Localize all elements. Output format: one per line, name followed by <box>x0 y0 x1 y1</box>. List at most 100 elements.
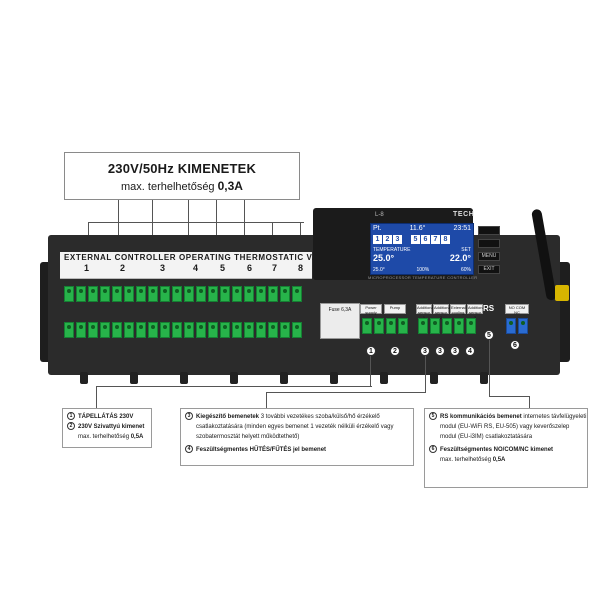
callout-leader-line <box>188 200 189 252</box>
badge-relay: 6 <box>510 340 520 350</box>
zone-number: 5 <box>220 263 226 273</box>
sensor-label: Additional sensor 1 <box>416 304 435 320</box>
callout-leader-line <box>266 392 267 408</box>
foot <box>430 372 438 384</box>
terminal[interactable] <box>220 286 230 302</box>
terminal[interactable] <box>172 322 182 338</box>
terminal[interactable] <box>160 322 170 338</box>
callout-leader-line <box>489 396 529 397</box>
terminal[interactable] <box>442 318 452 334</box>
terminal[interactable] <box>184 286 194 302</box>
lcd-zone: 5 <box>411 235 420 244</box>
terminal[interactable] <box>454 318 464 334</box>
callout-number: 1 <box>67 412 75 421</box>
foot <box>330 372 338 384</box>
lcd-zone-indicators: 1 2 3 5 6 7 8 <box>373 235 450 244</box>
terminal[interactable] <box>112 286 122 302</box>
foot <box>480 372 488 384</box>
up-button[interactable] <box>478 226 500 235</box>
zone-number: 4 <box>193 263 199 273</box>
terminal[interactable] <box>196 322 206 338</box>
terminal[interactable] <box>398 318 408 334</box>
terminal[interactable] <box>88 286 98 302</box>
terminal[interactable] <box>88 322 98 338</box>
terminal[interactable] <box>518 318 528 334</box>
terminal[interactable] <box>268 286 278 302</box>
outputs-callout: 230V/50Hz KIMENETEK max. terhelhetőség 0… <box>64 152 300 200</box>
foot <box>280 372 288 384</box>
terminal[interactable] <box>100 322 110 338</box>
foot <box>380 372 388 384</box>
terminal[interactable] <box>232 322 242 338</box>
fuse-holder: Fuse 6,3A <box>320 303 360 339</box>
callout-leader-line <box>425 356 426 392</box>
sensor-label: Additional sensor 2 <box>433 304 452 320</box>
zone-number: 3 <box>160 263 166 273</box>
terminal[interactable] <box>124 286 134 302</box>
badge-rs: 5 <box>484 330 494 340</box>
callout-leader-line <box>152 200 153 252</box>
lcd-set-value: 22.0° <box>449 253 471 263</box>
terminal[interactable] <box>124 322 134 338</box>
down-button[interactable] <box>478 239 500 248</box>
lcd-day: Pt. <box>373 225 382 232</box>
terminal[interactable] <box>374 318 384 334</box>
callout-leader-line <box>266 392 426 393</box>
lcd-zone: 2 <box>383 235 392 244</box>
terminal[interactable] <box>148 286 158 302</box>
terminal[interactable] <box>244 322 254 338</box>
callout-leader-line <box>88 222 304 223</box>
terminal[interactable] <box>100 286 110 302</box>
terminal[interactable] <box>208 286 218 302</box>
badge-sensor: 3 <box>435 346 445 356</box>
callout-leader-line <box>244 200 245 252</box>
terminal[interactable] <box>184 322 194 338</box>
callout-leader-line <box>96 386 97 408</box>
callout-leader-line <box>216 200 217 252</box>
terminal[interactable] <box>64 286 74 302</box>
terminal[interactable] <box>362 318 372 334</box>
terminal[interactable] <box>220 322 230 338</box>
terminal[interactable] <box>280 286 290 302</box>
terminal[interactable] <box>136 322 146 338</box>
terminal[interactable] <box>256 322 266 338</box>
terminal[interactable] <box>64 322 74 338</box>
exit-button[interactable]: EXIT <box>478 265 500 274</box>
terminal[interactable] <box>386 318 396 334</box>
callout-leader-line <box>489 340 490 396</box>
model-label: L-8 <box>375 212 384 218</box>
lcd-zone: 8 <box>441 235 450 244</box>
terminal[interactable] <box>232 286 242 302</box>
terminal[interactable] <box>244 286 254 302</box>
terminal[interactable] <box>148 322 158 338</box>
sensor-terminals <box>418 318 476 334</box>
lcd-zone: 3 <box>393 235 402 244</box>
terminal[interactable] <box>292 322 302 338</box>
terminal[interactable] <box>172 286 182 302</box>
terminal[interactable] <box>280 322 290 338</box>
zone-number: 7 <box>272 263 278 273</box>
terminal[interactable] <box>76 322 86 338</box>
menu-button[interactable]: MENU <box>478 252 500 261</box>
badge-power: 1 <box>366 346 376 356</box>
terminal[interactable] <box>208 322 218 338</box>
terminal[interactable] <box>430 318 440 334</box>
terminal[interactable] <box>76 286 86 302</box>
callout-number: 6 <box>429 445 437 454</box>
terminal[interactable] <box>196 286 206 302</box>
terminal[interactable] <box>136 286 146 302</box>
zone-number: 6 <box>247 263 253 273</box>
terminal[interactable] <box>418 318 428 334</box>
terminal[interactable] <box>112 322 122 338</box>
terminal[interactable] <box>160 286 170 302</box>
terminal[interactable] <box>292 286 302 302</box>
terminal[interactable] <box>256 286 266 302</box>
terminal[interactable] <box>466 318 476 334</box>
lcd-temperature-label: TEMPERATURE <box>373 247 411 253</box>
terminal[interactable] <box>506 318 516 334</box>
zone-label-strip: EXTERNAL CONTROLLER OPERATING THERMOSTAT… <box>60 252 340 279</box>
terminal[interactable] <box>268 322 278 338</box>
lcd-outdoor-temp: 11.6° <box>409 225 426 232</box>
